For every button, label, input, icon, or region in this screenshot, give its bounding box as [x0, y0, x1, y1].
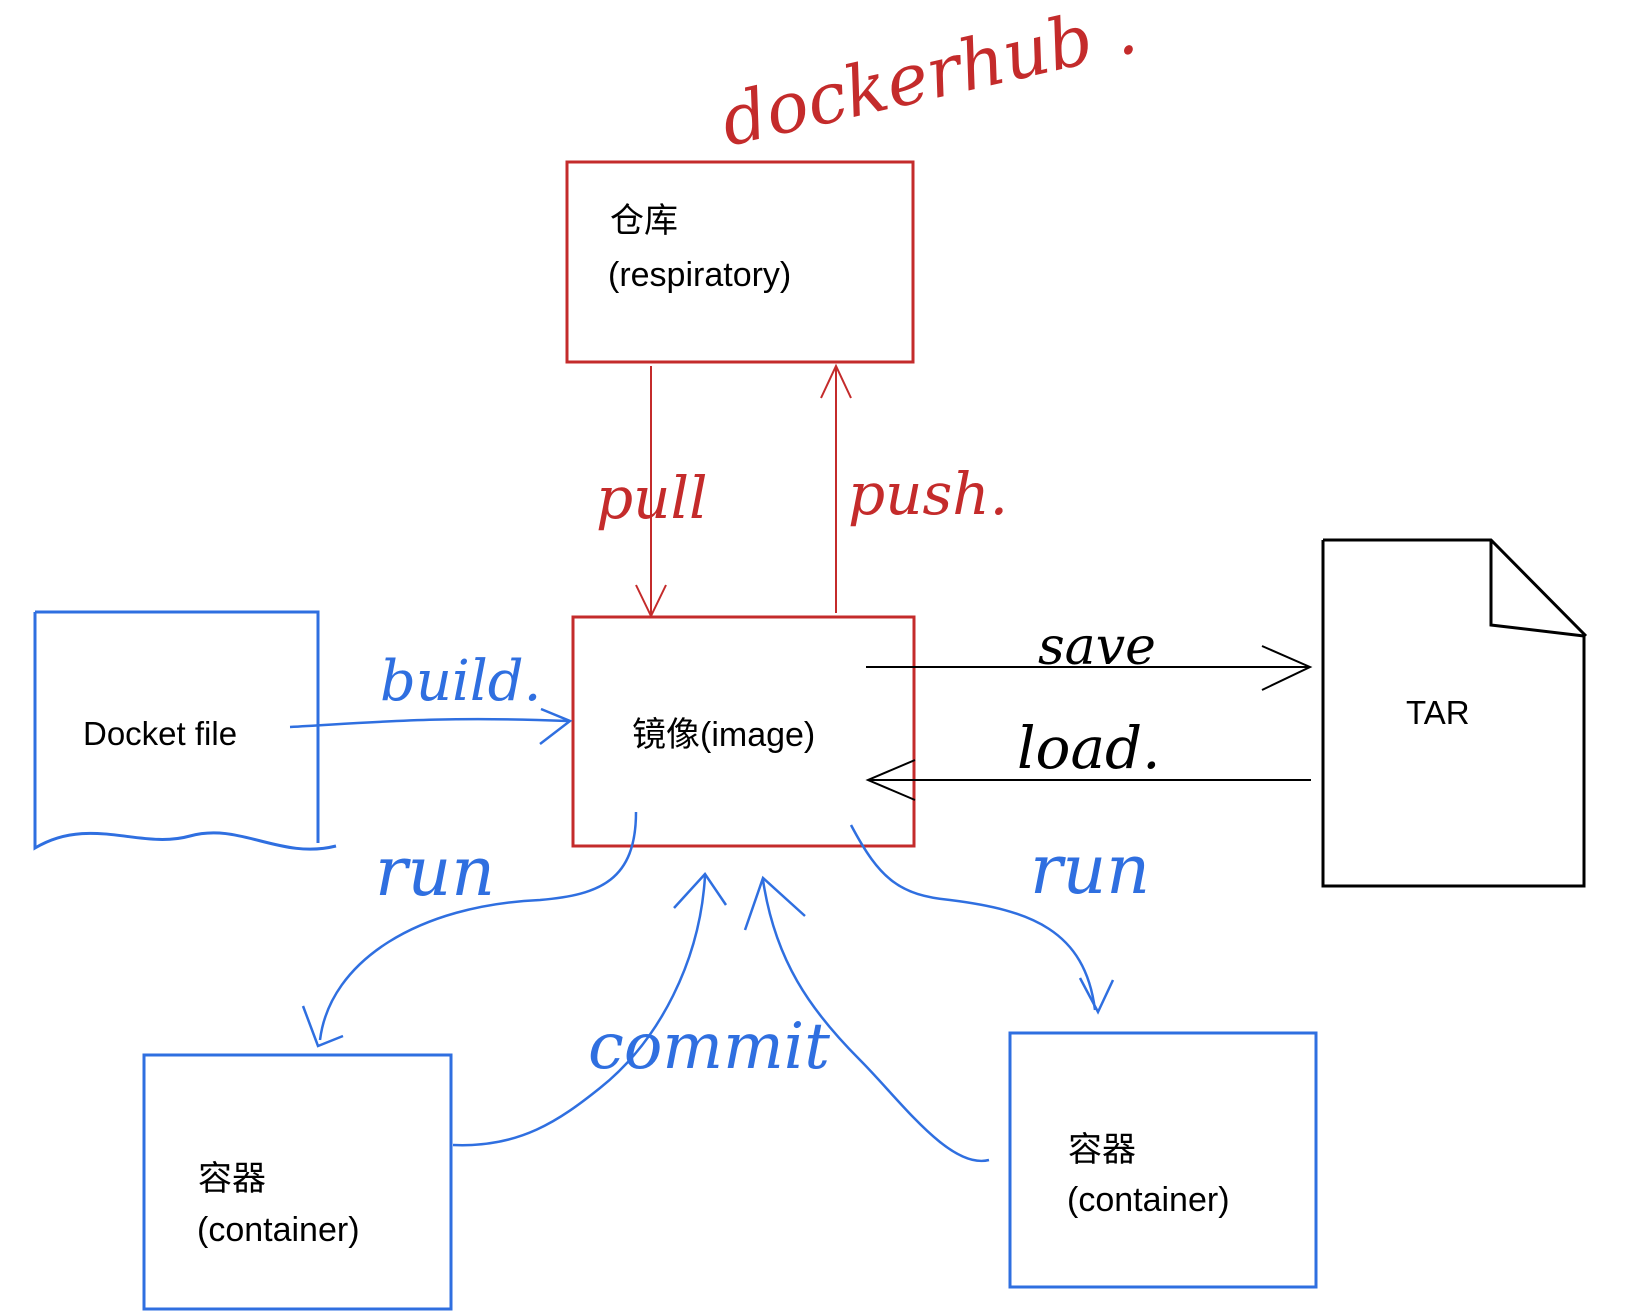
- container-right-label-en: (container): [1067, 1181, 1230, 1219]
- image-label: 镜像(image): [632, 716, 815, 754]
- dockerfile-label: Docket file: [83, 715, 237, 752]
- commit-right-arrow: [743, 875, 990, 1163]
- image-box: [571, 615, 916, 848]
- load-label: load.: [1017, 714, 1161, 782]
- tar-shape: [1321, 538, 1588, 888]
- pull-label: pull: [596, 464, 708, 532]
- container-left-label-cn: 容器: [198, 1160, 266, 1198]
- repository-label-cn: 仓库: [610, 202, 678, 240]
- build-label: build.: [380, 649, 541, 714]
- commit-left-arrow: [452, 871, 728, 1147]
- run-right-arrow: [849, 824, 1115, 1015]
- load-arrow: [865, 759, 1311, 801]
- container-left-label-en: (container): [197, 1211, 360, 1249]
- save-label: save: [1038, 617, 1156, 677]
- repository-label-en: (respiratory): [608, 256, 791, 294]
- save-arrow: [866, 645, 1313, 691]
- repository-box: [565, 160, 915, 364]
- container-left-box: [142, 1053, 453, 1311]
- tar-label: TAR: [1406, 694, 1470, 731]
- container-right-box: [1008, 1031, 1318, 1289]
- container-right-label-cn: 容器: [1068, 1131, 1136, 1169]
- push-arrow: [820, 363, 852, 613]
- dockerfile-shape: [33, 610, 337, 851]
- run-left-arrow: [301, 811, 638, 1048]
- commit-label: commit: [588, 1010, 830, 1084]
- push-label: push.: [848, 460, 1008, 528]
- run-right-label: run: [1030, 831, 1150, 910]
- run-left-label: run: [375, 833, 495, 912]
- build-arrow: [289, 707, 573, 745]
- dockerhub-annotation: dockerhub .: [713, 0, 1144, 163]
